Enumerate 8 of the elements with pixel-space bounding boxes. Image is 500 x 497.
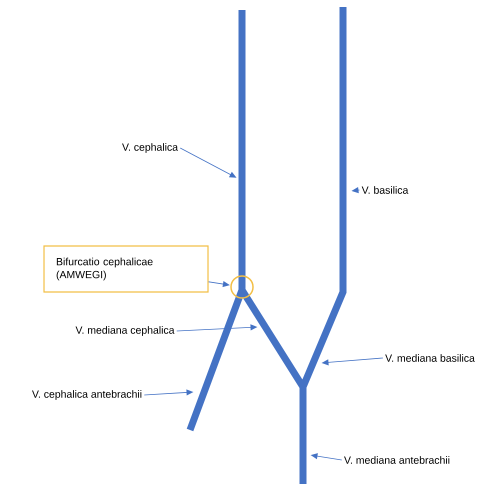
vein-label: V. mediana cephalica [76,326,174,336]
vein-label: V. mediana antebrachii [344,456,450,464]
vein-label: V. cephalica antebrachii [32,390,142,400]
vein-label: V. mediana basilica [385,354,475,362]
bifurcation-ring [230,275,254,299]
callout-box: Bifurcatio cephalicae (AMWEGI) [43,245,209,293]
vein-label: V. basilica [362,186,408,194]
vein-label: V. cephalica [122,143,178,153]
